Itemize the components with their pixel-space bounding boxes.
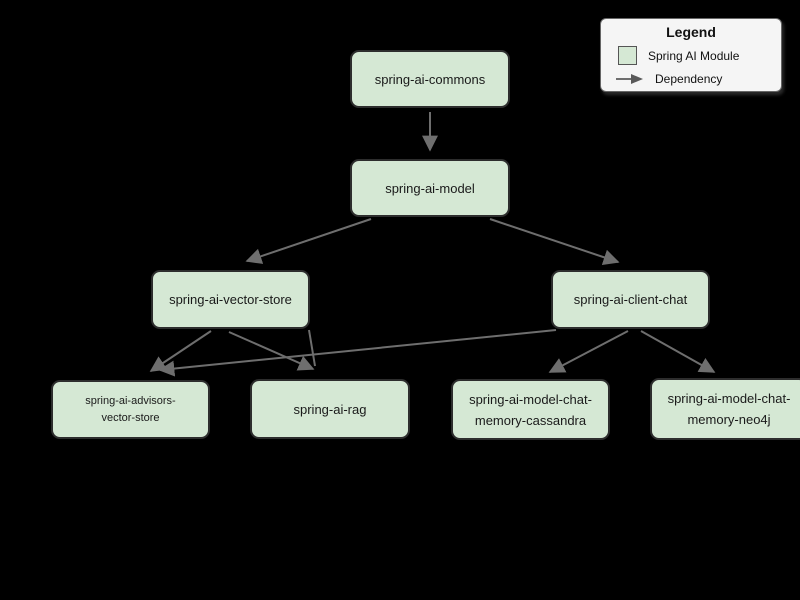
node-spring-ai-commons: spring-ai-commons [350, 50, 510, 108]
node-spring-ai-model-chat-memory-neo4j: spring-ai-model-chat- memory-neo4j [650, 378, 800, 440]
node-label: spring-ai-client-chat [573, 292, 688, 307]
node-label: spring-ai-model-chat- [667, 391, 791, 406]
node-spring-ai-vector-store: spring-ai-vector-store [151, 270, 310, 329]
node-spring-ai-advisors-vector-store: spring-ai-advisors- vector-store [51, 380, 210, 439]
edge-model-to-vector-store [245, 218, 372, 264]
node-label: spring-ai-rag [293, 401, 367, 417]
node-spring-ai-rag: spring-ai-rag [250, 379, 410, 439]
node-spring-ai-model: spring-ai-model [350, 159, 510, 217]
legend-row-module: Spring AI Module [611, 44, 771, 67]
legend-title: Legend [666, 24, 716, 40]
node-label: spring-ai-vector-store [169, 292, 292, 307]
edge-vector-store-to-rag [228, 331, 315, 371]
node-spring-ai-model-chat-memory-cassandra: spring-ai-model-chat- memory-cassandra [451, 379, 610, 440]
edge-model-to-client-chat [489, 218, 620, 265]
edge-client-chat-to-chat-memory-neo4j [640, 330, 716, 373]
edge-client-chat-to-chat-memory-cassandra [548, 330, 629, 373]
node-label: memory-neo4j [687, 412, 771, 427]
node-spring-ai-client-chat: spring-ai-client-chat [551, 270, 710, 329]
node-label: vector-store [101, 411, 160, 424]
edge-client-chat-to-advisors-vector-store [158, 329, 557, 377]
node-label: spring-ai-commons [374, 71, 486, 87]
node-label: spring-ai-model-chat- [469, 391, 592, 407]
node-label: memory-cassandra [474, 412, 587, 428]
module-swatch-icon [618, 46, 637, 65]
node-label: spring-ai-advisors- [85, 394, 176, 407]
legend-dependency-label: Dependency [655, 71, 723, 86]
node-label: spring-ai-model [385, 180, 475, 196]
legend-box: Legend Spring AI Module Dependency [600, 18, 782, 92]
edge-vector-store-to-rag-corner-segment [308, 329, 316, 367]
legend-module-label: Spring AI Module [648, 48, 740, 63]
legend-row-dependency: Dependency [611, 67, 771, 90]
dependency-arrow-icon [616, 73, 643, 84]
